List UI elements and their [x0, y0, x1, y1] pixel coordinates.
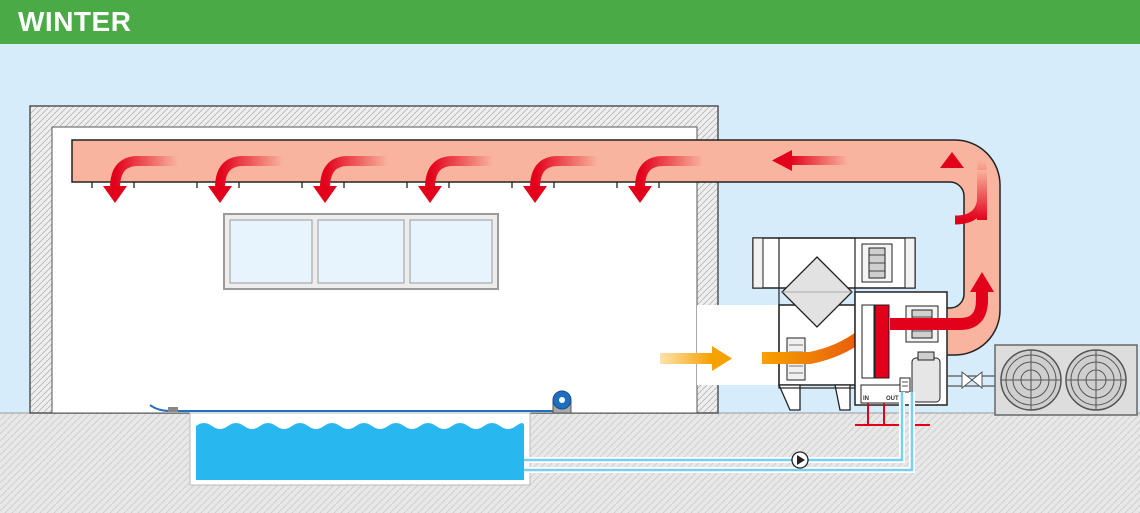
valve-icon: [961, 370, 983, 390]
pump-icon: [791, 451, 809, 469]
fan-icon: [861, 243, 893, 283]
pool-cover-reel-icon: [552, 390, 572, 414]
winter-ventilation-diagram: IN OUT: [0, 105, 1140, 513]
supply-air-arrows: [103, 150, 987, 225]
compressor-icon: [911, 351, 941, 403]
season-header: WINTER: [0, 0, 1140, 44]
season-title: WINTER: [18, 6, 132, 37]
condenser-coil: [874, 304, 890, 379]
pool-cover: [149, 404, 560, 412]
water-in-label: IN: [863, 396, 869, 402]
outdoor-unit-icon: [994, 344, 1138, 416]
pool: [189, 412, 531, 486]
fresh-air-intake: [697, 305, 779, 385]
water-out-label: OUT: [886, 396, 899, 402]
valve-icon: [899, 377, 911, 393]
pool-water-pipes: [524, 392, 915, 473]
heat-pump-module: IN OUT: [854, 272, 995, 426]
window: [223, 213, 499, 290]
fresh-air-arrow: [660, 346, 732, 371]
ceiling-diffusers: [91, 182, 660, 188]
